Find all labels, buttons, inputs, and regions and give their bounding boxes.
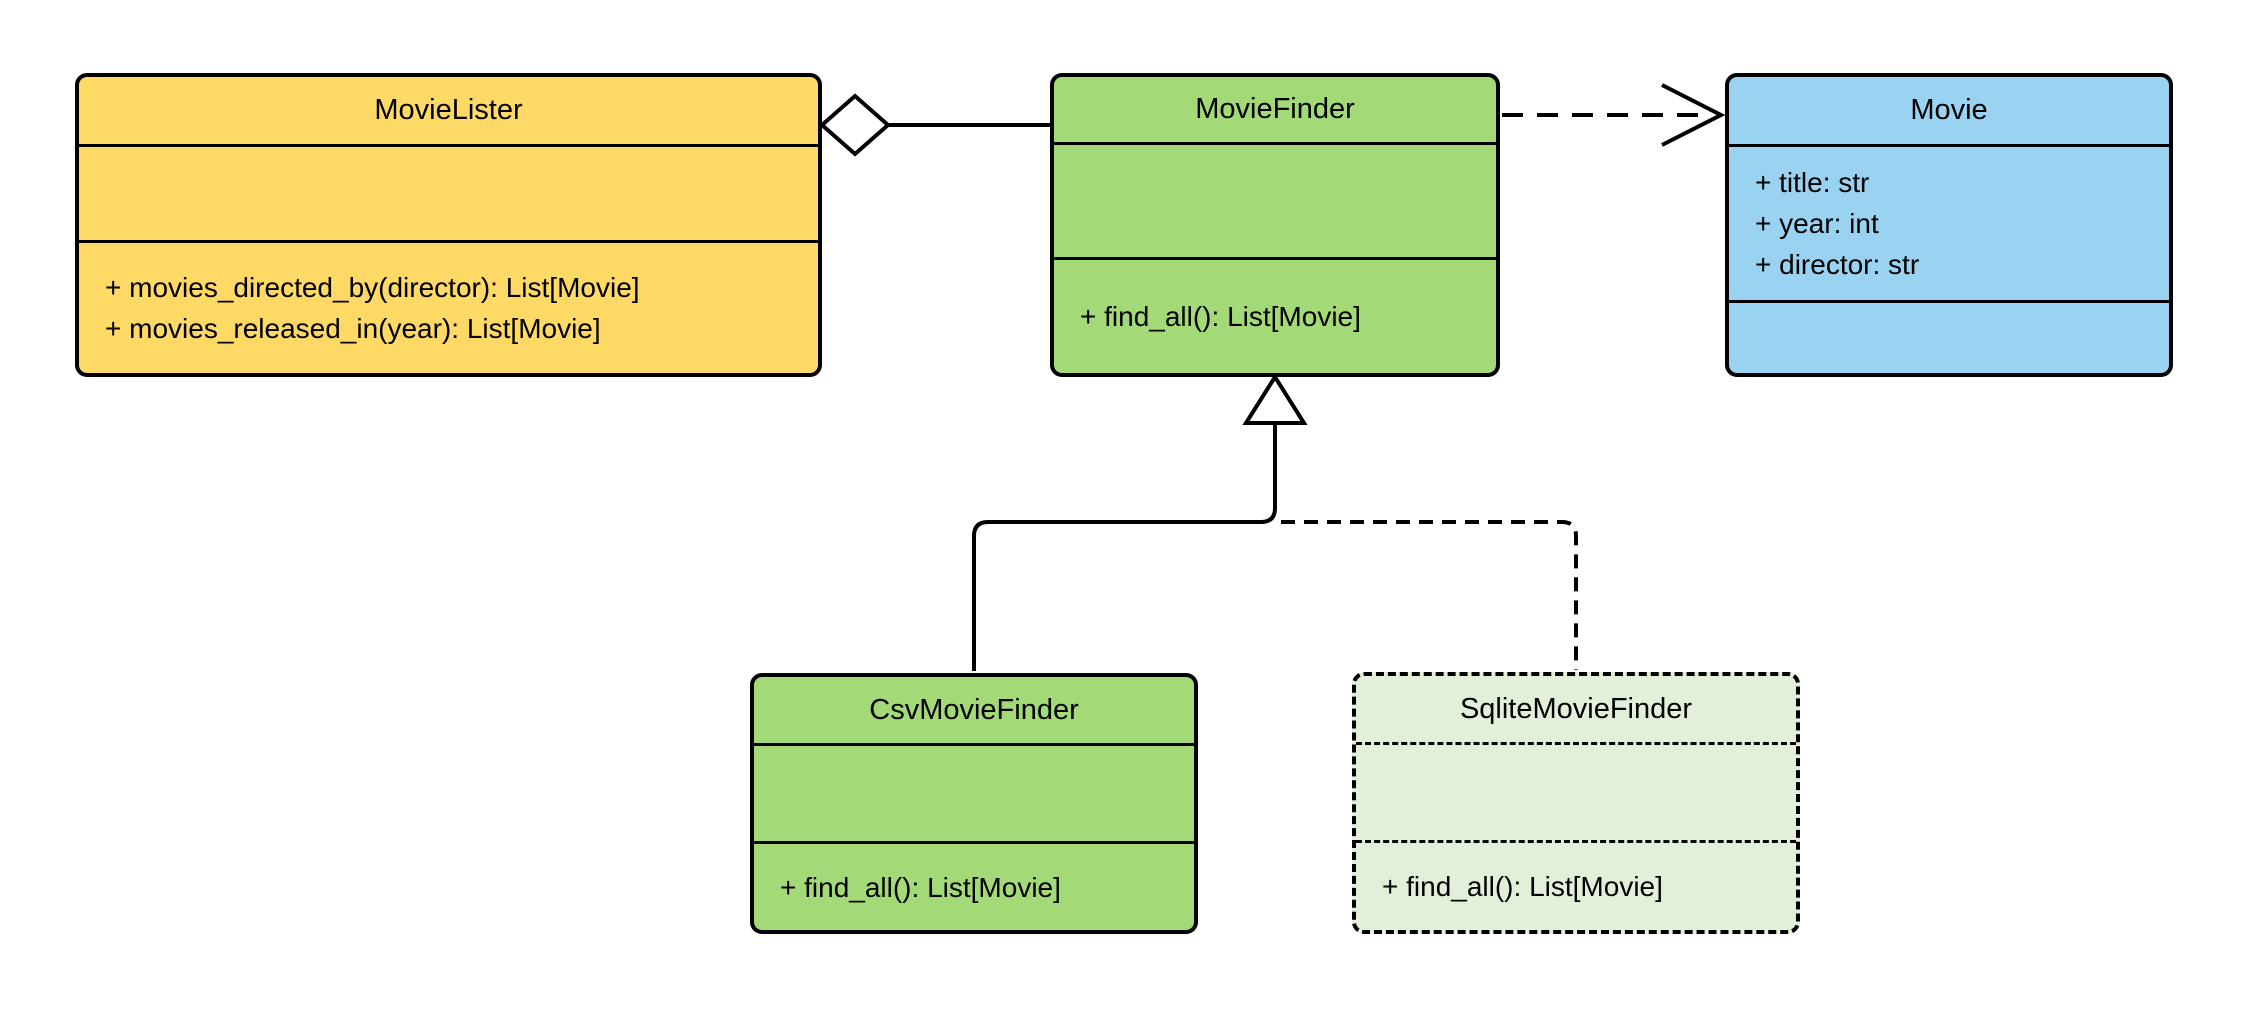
generalization-triangle-icon	[1242, 373, 1308, 425]
attribute: + year: int	[1755, 208, 1879, 239]
method: + find_all(): List[Movie]	[1382, 871, 1663, 902]
attribute: + title: str	[1755, 167, 1870, 198]
class-title: Movie	[1910, 94, 1988, 126]
class-title: MovieFinder	[1195, 93, 1355, 125]
attributes-section	[79, 144, 818, 240]
method: + movies_released_in(year): List[Movie]	[105, 313, 601, 344]
method: + find_all(): List[Movie]	[1080, 301, 1361, 332]
attributes-section	[1054, 142, 1496, 257]
class-movielister[interactable]: MovieLister + movies_directed_by(directo…	[75, 73, 822, 377]
methods-section: + find_all(): List[Movie]	[754, 841, 1194, 930]
generalization-line-csv	[972, 423, 1277, 671]
methods-section: + movies_directed_by(director): List[Mov…	[79, 240, 818, 373]
attributes-section	[1356, 742, 1796, 840]
class-moviefinder[interactable]: MovieFinder + find_all(): List[Movie]	[1050, 73, 1500, 377]
class-sqlitemoviefinder[interactable]: SqliteMovieFinder + find_all(): List[Mov…	[1352, 672, 1800, 934]
class-movie[interactable]: Movie + title: str + year: int + directo…	[1725, 73, 2173, 377]
class-title: MovieLister	[374, 94, 523, 126]
generalization-line-sqlite	[1281, 520, 1578, 670]
methods-section	[1729, 300, 2169, 373]
methods-section: + find_all(): List[Movie]	[1356, 840, 1796, 930]
attributes-section	[754, 743, 1194, 841]
class-title: SqliteMovieFinder	[1459, 692, 1693, 725]
attributes-section: + title: str + year: int + director: str	[1729, 144, 2169, 300]
method: + find_all(): List[Movie]	[780, 871, 1061, 903]
methods-section: + find_all(): List[Movie]	[1054, 257, 1496, 373]
aggregation-diamond-icon	[818, 93, 892, 157]
method: + movies_directed_by(director): List[Mov…	[105, 272, 640, 303]
class-csvmoviefinder[interactable]: CsvMovieFinder + find_all(): List[Movie]	[750, 673, 1198, 934]
dependency-arrowhead-icon	[1661, 83, 1726, 147]
class-title: CsvMovieFinder	[869, 693, 1079, 726]
attribute: + director: str	[1755, 249, 1920, 280]
